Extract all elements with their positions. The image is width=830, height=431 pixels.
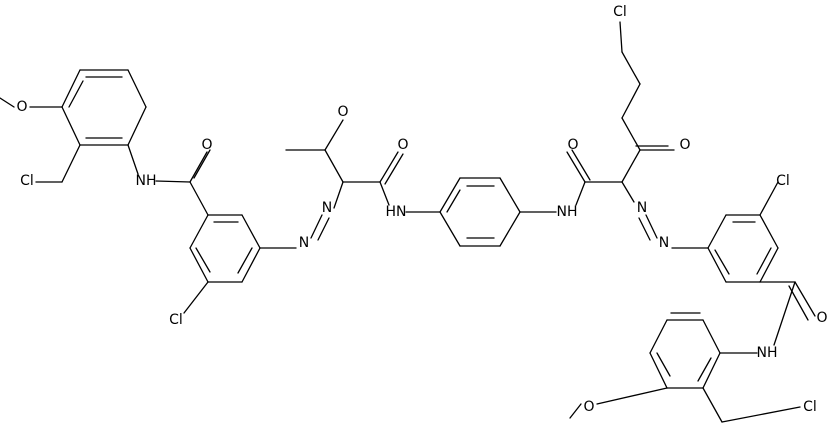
atom-label-o-acetyl-left: O: [337, 104, 348, 120]
bond-line: [619, 21, 623, 53]
bond-line: [759, 214, 779, 249]
atom-label-cl-ring-right: Cl: [776, 173, 790, 189]
atom-label-o-amide-left: O: [201, 137, 212, 153]
bond-line: [702, 319, 721, 354]
bond-line: [596, 387, 668, 405]
atom-label-n-azo-left-1: N: [299, 235, 309, 251]
bond-line: [621, 51, 641, 85]
bond-line: [707, 247, 727, 283]
bond-line: [333, 181, 344, 209]
atom-label-nh-amide-left: NH: [136, 173, 157, 189]
bond-line: [707, 214, 727, 249]
bond-line: [0, 97, 15, 108]
bond-line: [127, 106, 147, 146]
bond-line: [183, 281, 209, 314]
bond-line: [189, 214, 209, 249]
atom-label-o-keto-amide-right: O: [567, 137, 578, 153]
bond-line: [714, 249, 730, 275]
bond-line: [324, 149, 344, 183]
atom-label-cl-chloromethyl-left: Cl: [20, 173, 34, 189]
bond-line: [621, 83, 641, 119]
bond-line: [317, 217, 330, 241]
bond-line: [697, 357, 712, 382]
bond-line: [575, 181, 586, 206]
bond-line: [756, 247, 772, 275]
bond-line: [621, 149, 641, 183]
bond-line: [189, 151, 208, 183]
bond-lines: [0, 21, 816, 423]
bond-line: [61, 106, 81, 146]
bond-line: [446, 189, 461, 213]
bond-line: [621, 181, 635, 203]
atom-label-cl-ring-left: Cl: [169, 312, 183, 328]
atom-label-nh-center-right: NH: [557, 204, 578, 220]
bond-line: [759, 181, 779, 216]
atom-label-o-methoxy-right: O: [583, 399, 594, 415]
atom-label-cl-chloromethyl-right: Cl: [803, 399, 817, 415]
bond-line: [499, 211, 521, 247]
bond-line: [324, 119, 344, 151]
bond-line: [499, 177, 521, 213]
bond-line: [621, 117, 641, 151]
bond-line: [68, 80, 84, 108]
bond-line: [569, 403, 582, 419]
bond-line: [638, 217, 651, 241]
atom-label-n-azo-left-2: N: [322, 200, 332, 216]
bond-line: [127, 69, 147, 108]
atom-label-o-amide-right: O: [816, 310, 827, 326]
bond-line: [439, 177, 461, 213]
atom-label-hn-center-left: HN: [386, 204, 407, 220]
atom-label-o-ketone-right: O: [679, 137, 690, 153]
bond-line: [241, 214, 261, 249]
bond-line: [794, 281, 816, 317]
bond-line: [721, 406, 801, 423]
atom-label-n-azo-right-1: N: [637, 200, 647, 216]
bond-line: [155, 180, 191, 183]
bond-line: [193, 149, 211, 179]
bond-line: [189, 247, 209, 283]
bond-line: [189, 181, 209, 216]
bond-line: [649, 352, 668, 389]
bond-line: [384, 153, 404, 185]
bond-line: [656, 352, 671, 377]
atom-label-n-azo-right-2: N: [659, 235, 669, 251]
bond-line: [310, 214, 323, 239]
bond-line: [195, 247, 211, 273]
bond-line: [645, 214, 658, 239]
bond-line: [649, 319, 668, 354]
bond-line: [241, 247, 261, 283]
bond-line: [773, 281, 796, 346]
bond-line: [127, 144, 139, 175]
atom-label-cl-chain-top: Cl: [613, 4, 627, 20]
atom-label-o-keto-amide-left: O: [397, 137, 408, 153]
bond-line: [571, 149, 591, 181]
bond-line: [702, 387, 723, 423]
bond-line: [566, 151, 586, 183]
bond-line: [702, 352, 721, 389]
atom-labels: O Cl NH O Cl N N O O HN NH O O Cl N N Cl…: [16, 4, 827, 415]
bond-line: [759, 247, 779, 283]
bond-line: [379, 151, 399, 183]
bond-line: [237, 247, 253, 274]
bond-line: [61, 144, 81, 183]
bond-line: [61, 69, 81, 108]
bond-line: [439, 211, 461, 247]
bond-line: [379, 181, 390, 206]
atom-label-o-methoxy-left: O: [16, 99, 27, 115]
atom-label-nh-amide-right: NH: [757, 345, 778, 361]
